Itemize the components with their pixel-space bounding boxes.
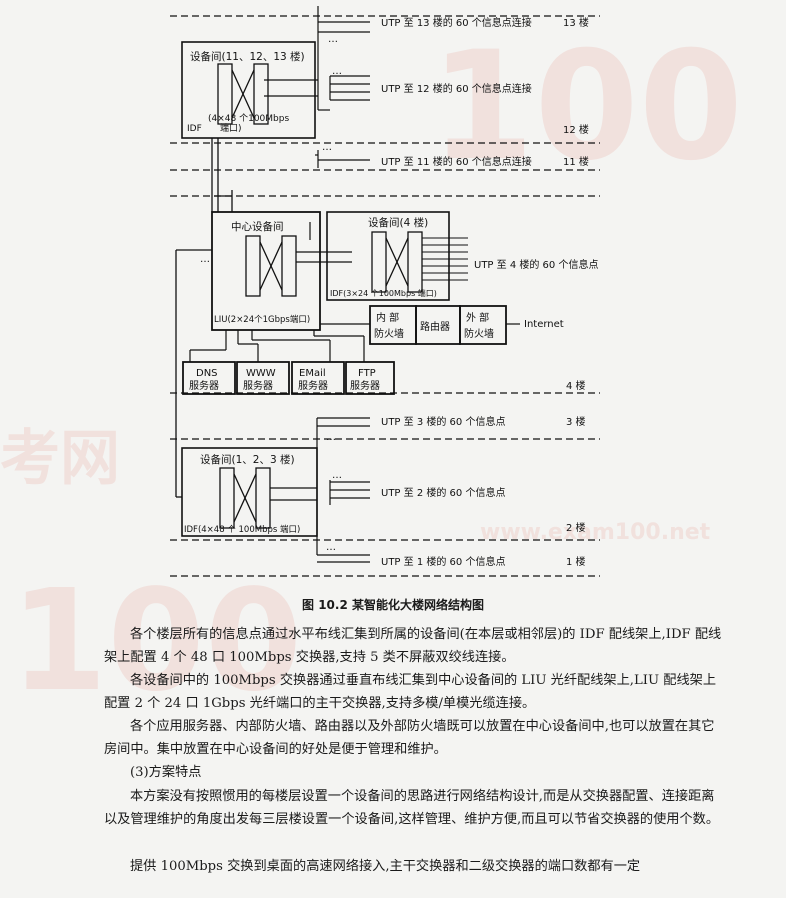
room-11-12-13-idf: IDF bbox=[187, 124, 202, 134]
ellipsis-top-2: … bbox=[332, 66, 342, 77]
www-server-l2: 服务器 bbox=[243, 379, 273, 392]
ellipsis-top-1: … bbox=[328, 34, 338, 45]
router-label: 路由器 bbox=[420, 320, 450, 333]
paragraph-5: 本方案没有按照惯用的每楼层设置一个设备间的思路进行网络结构设计,而是从交换器配置… bbox=[104, 789, 720, 827]
utp-12-floor-label: UTP 至 12 楼的 60 个信息点连接 bbox=[381, 82, 532, 95]
paragraph-3: 各个应用服务器、内部防火墙、路由器以及外部防火墙既可以放置在中心设备间中,也可以… bbox=[104, 719, 715, 757]
ellipsis-bottom-3: … bbox=[326, 542, 336, 553]
paragraph-1: 各个楼层所有的信息点通过水平布线汇集到所属的设备间(在本层或相邻层)的 IDF … bbox=[104, 627, 722, 665]
network-structure-diagram: 设备间(11、12、13 楼) (4×48 个100Mbps 端口) IDF …… bbox=[170, 6, 600, 577]
center-room-liu: LIU(2×24个1Gbps端口) bbox=[214, 314, 310, 325]
floor-12-label: 12 楼 bbox=[563, 123, 589, 136]
utp-11-floor-label: UTP 至 11 楼的 60 个信息点连接 bbox=[381, 155, 532, 168]
utp-2-floor-label: UTP 至 2 楼的 60 个信息点 bbox=[381, 486, 505, 499]
room-1-2-3: 设备间(1、2、3 楼) IDF(4×48 个 100Mbps 端口) bbox=[181, 447, 318, 537]
room-4: 设备间(4 楼) IDF(3×24 个100Mbps 端口) bbox=[326, 211, 450, 301]
figure-caption: 图 10.2 某智能化大楼网络结构图 bbox=[302, 598, 484, 612]
section-heading-features: (3)方案特点 bbox=[130, 765, 202, 780]
email-server-l1: EMail bbox=[299, 368, 326, 379]
floor-2-label: 2 楼 bbox=[566, 521, 586, 534]
room-1-2-3-title: 设备间(1、2、3 楼) bbox=[200, 453, 295, 466]
outer-firewall-l2: 防火墙 bbox=[464, 327, 494, 340]
floor-13-label: 13 楼 bbox=[563, 16, 589, 29]
utp-4-floor-label: UTP 至 4 楼的 60 个信息点 bbox=[474, 258, 598, 271]
floor-4-label: 4 楼 bbox=[566, 379, 586, 392]
ftp-server-l2: 服务器 bbox=[350, 379, 380, 392]
utp-1-floor-label: UTP 至 1 楼的 60 个信息点 bbox=[381, 555, 505, 568]
floor-11-label: 11 楼 bbox=[563, 155, 589, 168]
ellipsis-center: … bbox=[200, 254, 210, 265]
room-11-12-13-title: 设备间(11、12、13 楼) bbox=[190, 50, 305, 63]
outer-firewall-l1: 外 部 bbox=[466, 311, 489, 324]
center-equipment-room: 中心设备间 LIU(2×24个1Gbps端口) bbox=[211, 211, 321, 331]
dns-server-l2: 服务器 bbox=[189, 379, 219, 392]
ellipsis-top-3: … bbox=[322, 142, 332, 153]
center-room-title: 中心设备间 bbox=[231, 220, 284, 233]
paragraph-2: 各设备间中的 100Mbps 交换器通过垂直布线汇集到中心设备间的 LIU 光纤… bbox=[104, 673, 717, 711]
firewall-router-chain: 内 部 防火墙 路由器 外 部 防火墙 Internet bbox=[369, 305, 564, 345]
inner-firewall-l2: 防火墙 bbox=[374, 327, 404, 340]
utp-3-floor-label: UTP 至 3 楼的 60 个信息点 bbox=[381, 415, 505, 428]
servers: DNS 服务器 WWW 服务器 EMail 服务器 FTP 服务器 bbox=[182, 361, 395, 395]
dns-server-l1: DNS bbox=[196, 368, 218, 379]
ellipsis-bottom-2: … bbox=[332, 470, 342, 481]
email-server-l2: 服务器 bbox=[298, 379, 328, 392]
www-server-l1: WWW bbox=[246, 368, 276, 379]
ellipsis-bottom-1: … bbox=[326, 432, 336, 443]
room-4-title: 设备间(4 楼) bbox=[368, 216, 428, 229]
paragraph-6: 提供 100Mbps 交换到桌面的高速网络接入,主干交换器和二级交换器的端口数都… bbox=[130, 859, 641, 874]
room-4-idf: IDF(3×24 个100Mbps 端口) bbox=[330, 288, 437, 298]
utp-13-floor-label: UTP 至 13 楼的 60 个信息点连接 bbox=[381, 16, 532, 29]
floor-1-label: 1 楼 bbox=[566, 555, 586, 568]
floor-separators bbox=[170, 15, 600, 577]
room-11-12-13-switch: (4×48 个100Mbps bbox=[208, 113, 289, 124]
floor-3-label: 3 楼 bbox=[566, 415, 586, 428]
room-11-12-13-port: 端口) bbox=[220, 122, 242, 134]
internet-label: Internet bbox=[524, 319, 564, 330]
inner-firewall-l1: 内 部 bbox=[376, 311, 399, 324]
ftp-server-l1: FTP bbox=[358, 368, 376, 379]
room-11-12-13: 设备间(11、12、13 楼) (4×48 个100Mbps 端口) IDF bbox=[181, 41, 316, 139]
room-1-2-3-idf: IDF(4×48 个 100Mbps 端口) bbox=[184, 524, 300, 535]
